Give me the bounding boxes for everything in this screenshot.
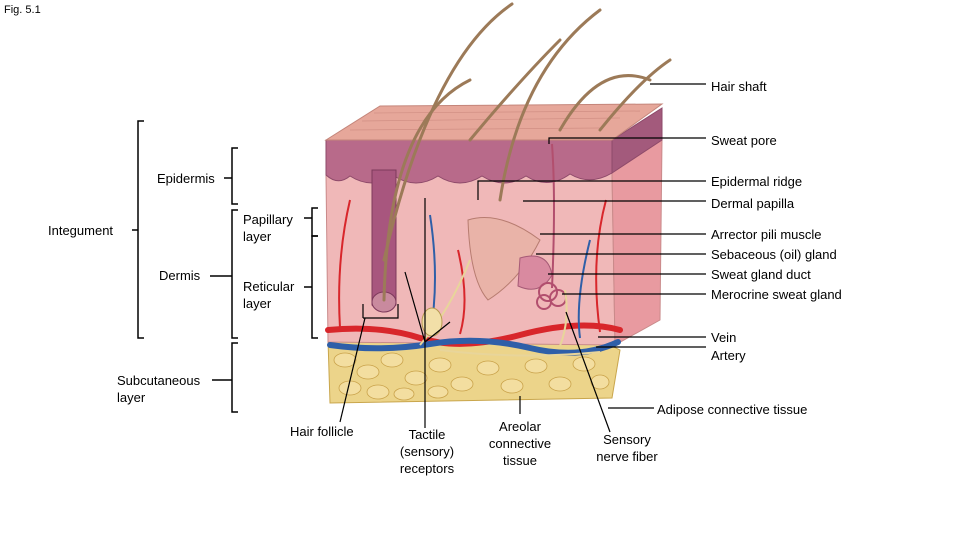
- areolar-line-2: connective: [478, 435, 562, 452]
- epidermis-bracket: [232, 148, 238, 204]
- subcutaneous-bracket: [232, 343, 238, 412]
- sebaceous-gland-label: Sebaceous (oil) gland: [711, 246, 837, 263]
- reticular-line-1: Reticular: [243, 278, 294, 295]
- reticular-layer-label: Reticular layer: [243, 278, 294, 312]
- tactile-receptors-label: Tactile (sensory) receptors: [389, 426, 465, 477]
- dermis-bracket: [232, 210, 238, 338]
- merocrine-gland-label: Merocrine sweat gland: [711, 286, 842, 303]
- hair-shaft-label: Hair shaft: [711, 78, 767, 95]
- subcutaneous-line-1: Subcutaneous: [117, 372, 200, 389]
- dermis: [326, 173, 615, 345]
- sweat-pore-label: Sweat pore: [711, 132, 777, 149]
- arrector-pili-label: Arrector pili muscle: [711, 226, 822, 243]
- papillary-layer-label: Papillary layer: [243, 211, 293, 245]
- sensory-line-1: Sensory: [584, 431, 670, 448]
- integument-label: Integument: [48, 222, 113, 239]
- subcutaneous-line-2: layer: [117, 389, 200, 406]
- reticular-bracket: [312, 236, 318, 338]
- reticular-line-2: layer: [243, 295, 294, 312]
- areolar-line-1: Areolar: [478, 418, 562, 435]
- epidermal-ridge-label: Epidermal ridge: [711, 173, 802, 190]
- dermis-side: [612, 140, 662, 345]
- sensory-nerve-label: Sensory nerve fiber: [584, 431, 670, 465]
- subcutaneous-layer-label: Subcutaneous layer: [117, 372, 200, 406]
- integument-bracket: [138, 121, 144, 338]
- papillary-line-1: Papillary: [243, 211, 293, 228]
- hair-follicle-label: Hair follicle: [290, 423, 354, 440]
- dermal-papilla-label: Dermal papilla: [711, 195, 794, 212]
- papillary-bracket: [312, 208, 318, 236]
- skin-illustration: [326, 4, 670, 403]
- tactile-line-1: Tactile: [389, 426, 465, 443]
- epidermis-label: Epidermis: [157, 170, 215, 187]
- sensory-line-2: nerve fiber: [584, 448, 670, 465]
- tactile-line-2: (sensory): [389, 443, 465, 460]
- adipose-label: Adipose connective tissue: [657, 401, 807, 418]
- tactile-line-3: receptors: [389, 460, 465, 477]
- papillary-line-2: layer: [243, 228, 293, 245]
- dermis-label: Dermis: [159, 267, 200, 284]
- vein-label: Vein: [711, 329, 736, 346]
- artery-label: Artery: [711, 347, 746, 364]
- sweat-gland-duct-label: Sweat gland duct: [711, 266, 811, 283]
- areolar-line-3: tissue: [478, 452, 562, 469]
- areolar-tissue-label: Areolar connective tissue: [478, 418, 562, 469]
